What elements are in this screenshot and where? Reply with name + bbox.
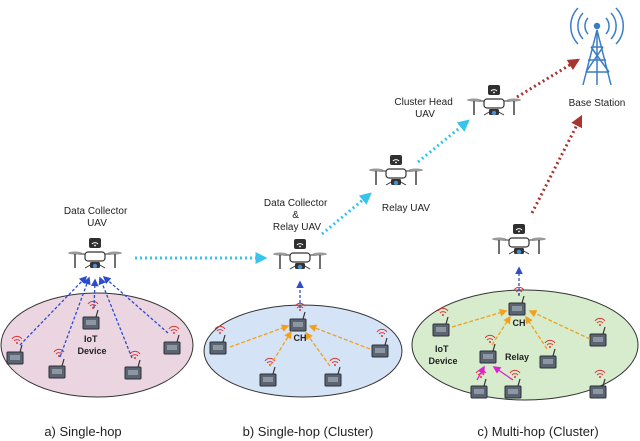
uav-icon-relay [368, 154, 424, 186]
label-iot-device-a: IoT Device [77, 334, 106, 356]
caption-a: a) Single-hop [44, 424, 121, 439]
label-ch-c: CH [513, 318, 526, 328]
label-relay-c: Relay [505, 352, 529, 362]
cluster-arrows-c [451, 309, 591, 350]
label-data-collector-relay-uav: Data Collector & Relay UAV [264, 198, 330, 233]
cluster-arrows-b [229, 324, 371, 367]
uav-icon-c [491, 223, 547, 255]
label-relay-uav: Relay UAV [382, 203, 430, 214]
caption-c: c) Multi-hop (Cluster) [477, 424, 598, 439]
uav-links-cyan [135, 119, 470, 264]
label-cluster-head-uav: Cluster Head UAV [394, 97, 455, 120]
label-iot-device-c: IoT Device [428, 344, 457, 366]
caption-b: b) Single-hop (Cluster) [243, 424, 374, 439]
uav-icon-b [272, 238, 328, 270]
uav-icon-cluster-head [466, 84, 522, 116]
cluster-ellipse-b [203, 304, 403, 398]
label-base-station: Base Station [569, 98, 626, 109]
bs-links-red [516, 58, 583, 214]
base-station-tower-icon [570, 7, 624, 86]
uplink-arrows-a [19, 275, 169, 359]
uav-icon-a [67, 237, 123, 269]
cluster-ellipse-c [411, 289, 639, 401]
label-ch-b: CH [294, 333, 307, 343]
label-data-collector-uav: Data Collector UAV [64, 206, 130, 229]
relay-arrows-c [476, 365, 514, 381]
